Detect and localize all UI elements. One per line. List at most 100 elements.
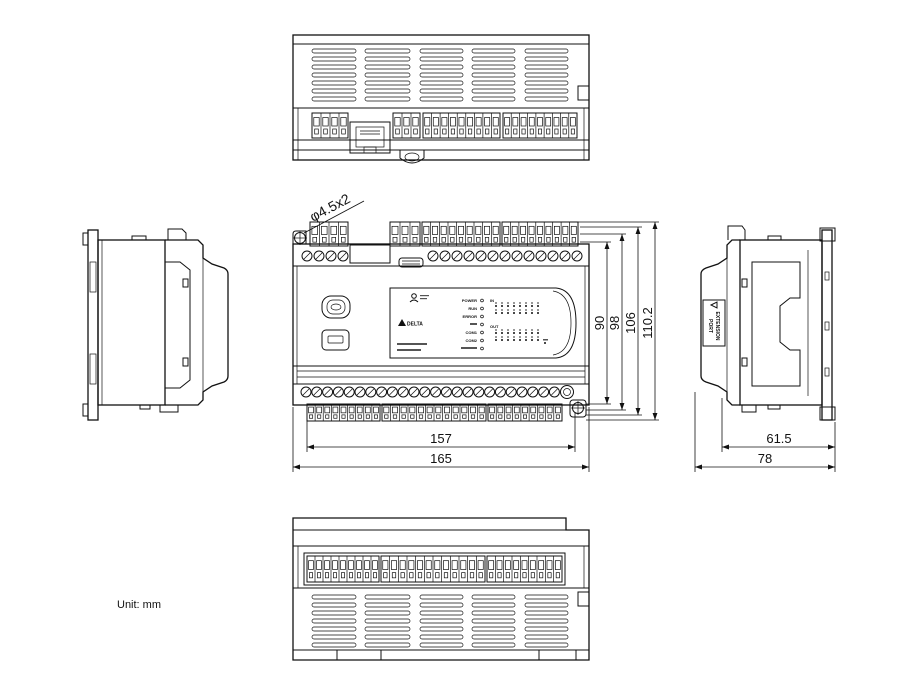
io-led-number bbox=[501, 329, 503, 331]
terminal-window bbox=[412, 117, 419, 127]
terminal-window bbox=[391, 225, 399, 235]
terminal-window bbox=[450, 117, 456, 127]
screw-slot bbox=[443, 388, 450, 396]
screw-slot bbox=[399, 388, 407, 396]
terminal-clamp bbox=[485, 128, 490, 135]
vent-slot bbox=[311, 626, 357, 632]
terminal-block bbox=[486, 555, 563, 583]
terminal-block bbox=[392, 112, 421, 139]
vent-slot bbox=[524, 72, 569, 78]
right-bottom-tab bbox=[767, 404, 781, 410]
terminal-window bbox=[356, 406, 363, 414]
warning-triangle-icon bbox=[709, 301, 718, 309]
terminal-clamp bbox=[489, 572, 494, 579]
screw-slot bbox=[561, 252, 569, 260]
terminal-clamp bbox=[504, 237, 509, 243]
vent-slot bbox=[471, 80, 516, 86]
terminal-clamp bbox=[498, 414, 503, 419]
screw-slot bbox=[453, 388, 461, 396]
terminal-window bbox=[460, 560, 467, 570]
screw-icon bbox=[511, 250, 523, 262]
screw-slot bbox=[339, 252, 347, 260]
terminal-window bbox=[443, 560, 449, 570]
screw-icon bbox=[494, 386, 506, 398]
terminal-window bbox=[458, 117, 465, 127]
vent-slot bbox=[524, 618, 569, 624]
terminal-window bbox=[451, 560, 458, 570]
io-led-icon bbox=[507, 305, 509, 307]
terminal-clamp bbox=[333, 414, 338, 419]
vent-slot bbox=[471, 48, 516, 54]
vent-slot bbox=[419, 72, 464, 78]
delta-logo-icon bbox=[398, 319, 406, 326]
vent-slot bbox=[419, 88, 464, 94]
screw-icon bbox=[343, 386, 355, 398]
terminal-window bbox=[538, 560, 545, 570]
io-led-number bbox=[501, 336, 503, 338]
dimension-height-c: 106 bbox=[623, 312, 638, 334]
terminal-window bbox=[441, 117, 448, 127]
terminal-clamp bbox=[435, 572, 440, 579]
vent-slot bbox=[471, 96, 516, 102]
terminal-window bbox=[332, 560, 338, 570]
vent-slot bbox=[524, 88, 569, 94]
io-led-icon bbox=[525, 332, 527, 334]
vent-slot bbox=[419, 626, 464, 632]
screw-icon bbox=[311, 386, 323, 398]
io-led-number bbox=[525, 302, 527, 304]
vent-slot bbox=[311, 72, 357, 78]
terminal-window bbox=[520, 117, 527, 127]
io-led-number bbox=[519, 336, 521, 338]
vent-slot bbox=[364, 56, 411, 62]
terminal-window bbox=[403, 117, 410, 127]
io-led-icon bbox=[501, 312, 503, 314]
terminal-clamp bbox=[325, 572, 329, 579]
left-bottom-tab bbox=[159, 404, 179, 413]
terminal-clamp bbox=[484, 237, 490, 243]
terminal-clamp bbox=[395, 128, 400, 135]
terminal-window bbox=[340, 225, 347, 235]
terminal-window bbox=[340, 117, 347, 127]
din-clip-tab bbox=[82, 403, 89, 417]
io-led-icon bbox=[544, 342, 546, 344]
screw-slot bbox=[525, 252, 533, 260]
terminal-clamp bbox=[373, 414, 378, 419]
terminal-window bbox=[492, 117, 499, 127]
vent-slot bbox=[311, 618, 357, 624]
terminal-clamp bbox=[349, 572, 353, 579]
vent-slot bbox=[419, 594, 464, 600]
terminal-clamp bbox=[341, 414, 346, 419]
rj45-port bbox=[349, 121, 391, 154]
terminal-window bbox=[484, 225, 490, 235]
terminal-clamp bbox=[506, 414, 511, 419]
output-label: OUT bbox=[490, 324, 499, 329]
terminal-clamp bbox=[341, 572, 345, 579]
screw-icon bbox=[332, 386, 344, 398]
top-view-outline bbox=[292, 34, 590, 161]
terminal-window bbox=[521, 560, 528, 570]
terminal-clamp bbox=[555, 414, 560, 419]
io-led-icon bbox=[507, 312, 509, 314]
io-led-number bbox=[531, 302, 533, 304]
left-body bbox=[97, 239, 166, 406]
io-led-number bbox=[525, 329, 527, 331]
io-led-grid bbox=[495, 302, 548, 344]
front-bottom-screw-row bbox=[300, 386, 560, 398]
terminal-clamp bbox=[453, 414, 458, 419]
io-led-icon bbox=[495, 332, 497, 334]
terminal-clamp bbox=[478, 572, 483, 579]
terminal-block bbox=[487, 403, 563, 422]
vent-slot bbox=[419, 56, 464, 62]
screw-icon bbox=[451, 250, 463, 262]
terminal-window bbox=[399, 560, 406, 570]
com-port bbox=[321, 295, 351, 319]
io-led-icon bbox=[513, 339, 515, 341]
terminal-window bbox=[522, 406, 528, 414]
terminal-window bbox=[331, 117, 338, 127]
screw-slot bbox=[345, 388, 353, 396]
screw-icon bbox=[475, 250, 487, 262]
terminal-clamp bbox=[513, 128, 518, 135]
dimension-overall-height: 110.2 bbox=[640, 307, 655, 339]
terminal-clamp bbox=[384, 414, 389, 419]
vent-slot bbox=[364, 48, 411, 54]
